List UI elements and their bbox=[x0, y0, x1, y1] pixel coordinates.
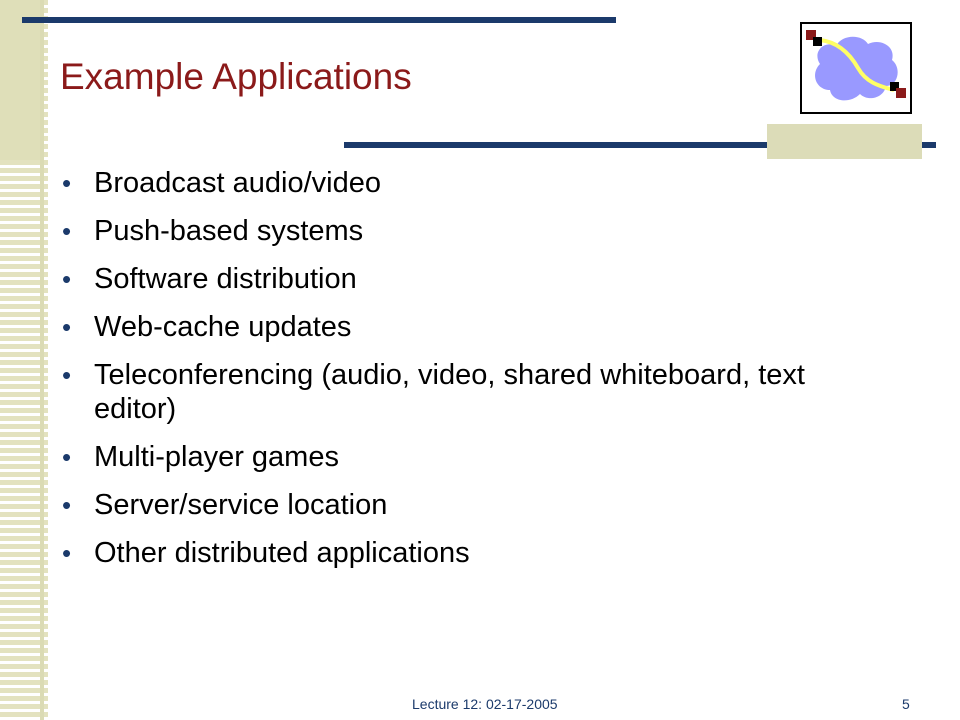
list-item: • Server/service location bbox=[62, 488, 862, 522]
list-item: • Software distribution bbox=[62, 262, 862, 296]
list-item-text: Software distribution bbox=[94, 263, 357, 295]
bullet-icon: • bbox=[62, 490, 72, 520]
page-number: 5 bbox=[902, 696, 910, 712]
title-underline-bar bbox=[344, 142, 936, 148]
list-item-text: Multi-player games bbox=[94, 441, 339, 473]
list-item: • Teleconferencing (audio, video, shared … bbox=[62, 358, 862, 426]
list-item: • Broadcast audio/video bbox=[62, 166, 862, 200]
decorative-tan-block bbox=[767, 124, 922, 159]
decorative-vertical-line bbox=[40, 0, 44, 720]
network-cloud-icon bbox=[806, 30, 906, 101]
footer-lecture-label: Lecture 12: 02-17-2005 bbox=[412, 696, 558, 712]
network-logo bbox=[800, 22, 912, 114]
bullet-icon: • bbox=[62, 538, 72, 568]
slide-title: Example Applications bbox=[60, 56, 412, 97]
list-item-text: Other distributed applications bbox=[94, 537, 470, 569]
list-item: • Web-cache updates bbox=[62, 310, 862, 344]
bullet-icon: • bbox=[62, 442, 72, 472]
top-accent-bar bbox=[22, 17, 616, 23]
decorative-stripe-block bbox=[0, 0, 44, 160]
bullet-icon: • bbox=[62, 360, 72, 390]
bullet-icon: • bbox=[62, 264, 72, 294]
list-item: • Other distributed applications bbox=[62, 536, 862, 570]
list-item-text: Broadcast audio/video bbox=[94, 167, 381, 199]
bullet-list: • Broadcast audio/video • Push-based syste… bbox=[62, 166, 862, 584]
list-item: • Multi-player games bbox=[62, 440, 862, 474]
list-item-text: Web-cache updates bbox=[94, 311, 352, 343]
bullet-icon: • bbox=[62, 312, 72, 342]
list-item: • Push-based systems bbox=[62, 214, 862, 248]
list-item-text: Push-based systems bbox=[94, 215, 364, 247]
bullet-icon: • bbox=[62, 216, 72, 246]
list-item-text: Teleconferencing (audio, video, shared w… bbox=[94, 359, 805, 425]
bullet-icon: • bbox=[62, 168, 72, 198]
list-item-text: Server/service location bbox=[94, 489, 388, 521]
